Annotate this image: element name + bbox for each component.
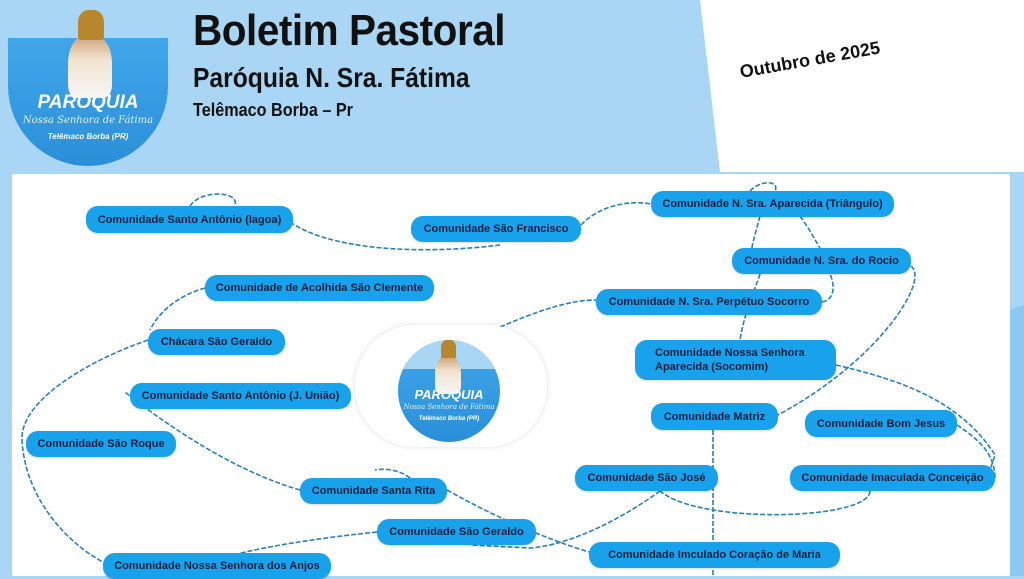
edge — [374, 468, 411, 479]
node-perpetuo-socorro[interactable]: Comunidade N. Sra. Perpétuo Socorro — [596, 289, 822, 315]
edge — [835, 364, 996, 471]
our-lady-figure — [68, 34, 112, 98]
node-chacara-sao-geraldo[interactable]: Chácara São Geraldo — [148, 329, 285, 355]
node-bom-jesus[interactable]: Comunidade Bom Jesus — [805, 410, 957, 437]
edge — [149, 287, 206, 331]
node-acolhida-sao-clemente[interactable]: Comunidade de Acolhida São Clemente — [205, 275, 434, 301]
page-title: Boletim Pastoral — [193, 6, 506, 55]
node-nossa-senhora-dos-anjos[interactable]: Comunidade Nossa Senhora dos Anjos — [103, 553, 331, 579]
crown-icon — [441, 340, 456, 358]
edge — [749, 181, 777, 192]
edge — [821, 273, 834, 303]
edge — [777, 265, 916, 416]
node-sao-jose[interactable]: Comunidade São José — [575, 465, 718, 491]
node-sao-roque[interactable]: Comunidade São Roque — [26, 431, 176, 457]
edge — [956, 424, 996, 479]
node-santa-rita[interactable]: Comunidade Santa Rita — [300, 478, 447, 504]
edge — [499, 299, 597, 328]
parish-name: Paróquia N. Sra. Fátima — [193, 62, 470, 93]
edge — [580, 201, 652, 226]
edge — [189, 193, 236, 207]
edge — [659, 490, 871, 516]
node-rocio[interactable]: Comunidade N. Sra. do Rocio — [732, 248, 911, 274]
edge — [799, 215, 821, 249]
node-aparecida-socomim[interactable]: Comunidade Nossa Senhora Aparecida (Soco… — [635, 340, 836, 380]
node-santo-antonio-lagoa[interactable]: Comunidade Santo Antônio (lagoa) — [86, 206, 293, 233]
node-sao-geraldo[interactable]: Comunidade São Geraldo — [377, 519, 536, 545]
edge — [751, 215, 761, 249]
node-aparecida-triangulo[interactable]: Comunidade N. Sra. Aparecida (Triângulo) — [651, 191, 894, 217]
node-matriz[interactable]: Comunidade Matriz — [651, 403, 778, 430]
node-imaculado-coracao-maria[interactable]: Comunidade Imculado Coração de Maria — [589, 542, 840, 568]
our-lady-figure — [435, 356, 461, 394]
city: Telêmaco Borba – Pr — [193, 100, 353, 120]
crown-icon — [78, 10, 104, 40]
edge — [289, 221, 501, 251]
edge — [21, 339, 149, 563]
node-santo-antonio-j-uniao[interactable]: Comunidade Santo Antônio (J. União) — [130, 383, 351, 409]
node-sao-francisco[interactable]: Comunidade São Francisco — [411, 216, 581, 242]
node-imaculada-conceicao[interactable]: Comunidade Imaculada Conceição — [790, 465, 995, 491]
edge — [469, 490, 661, 549]
